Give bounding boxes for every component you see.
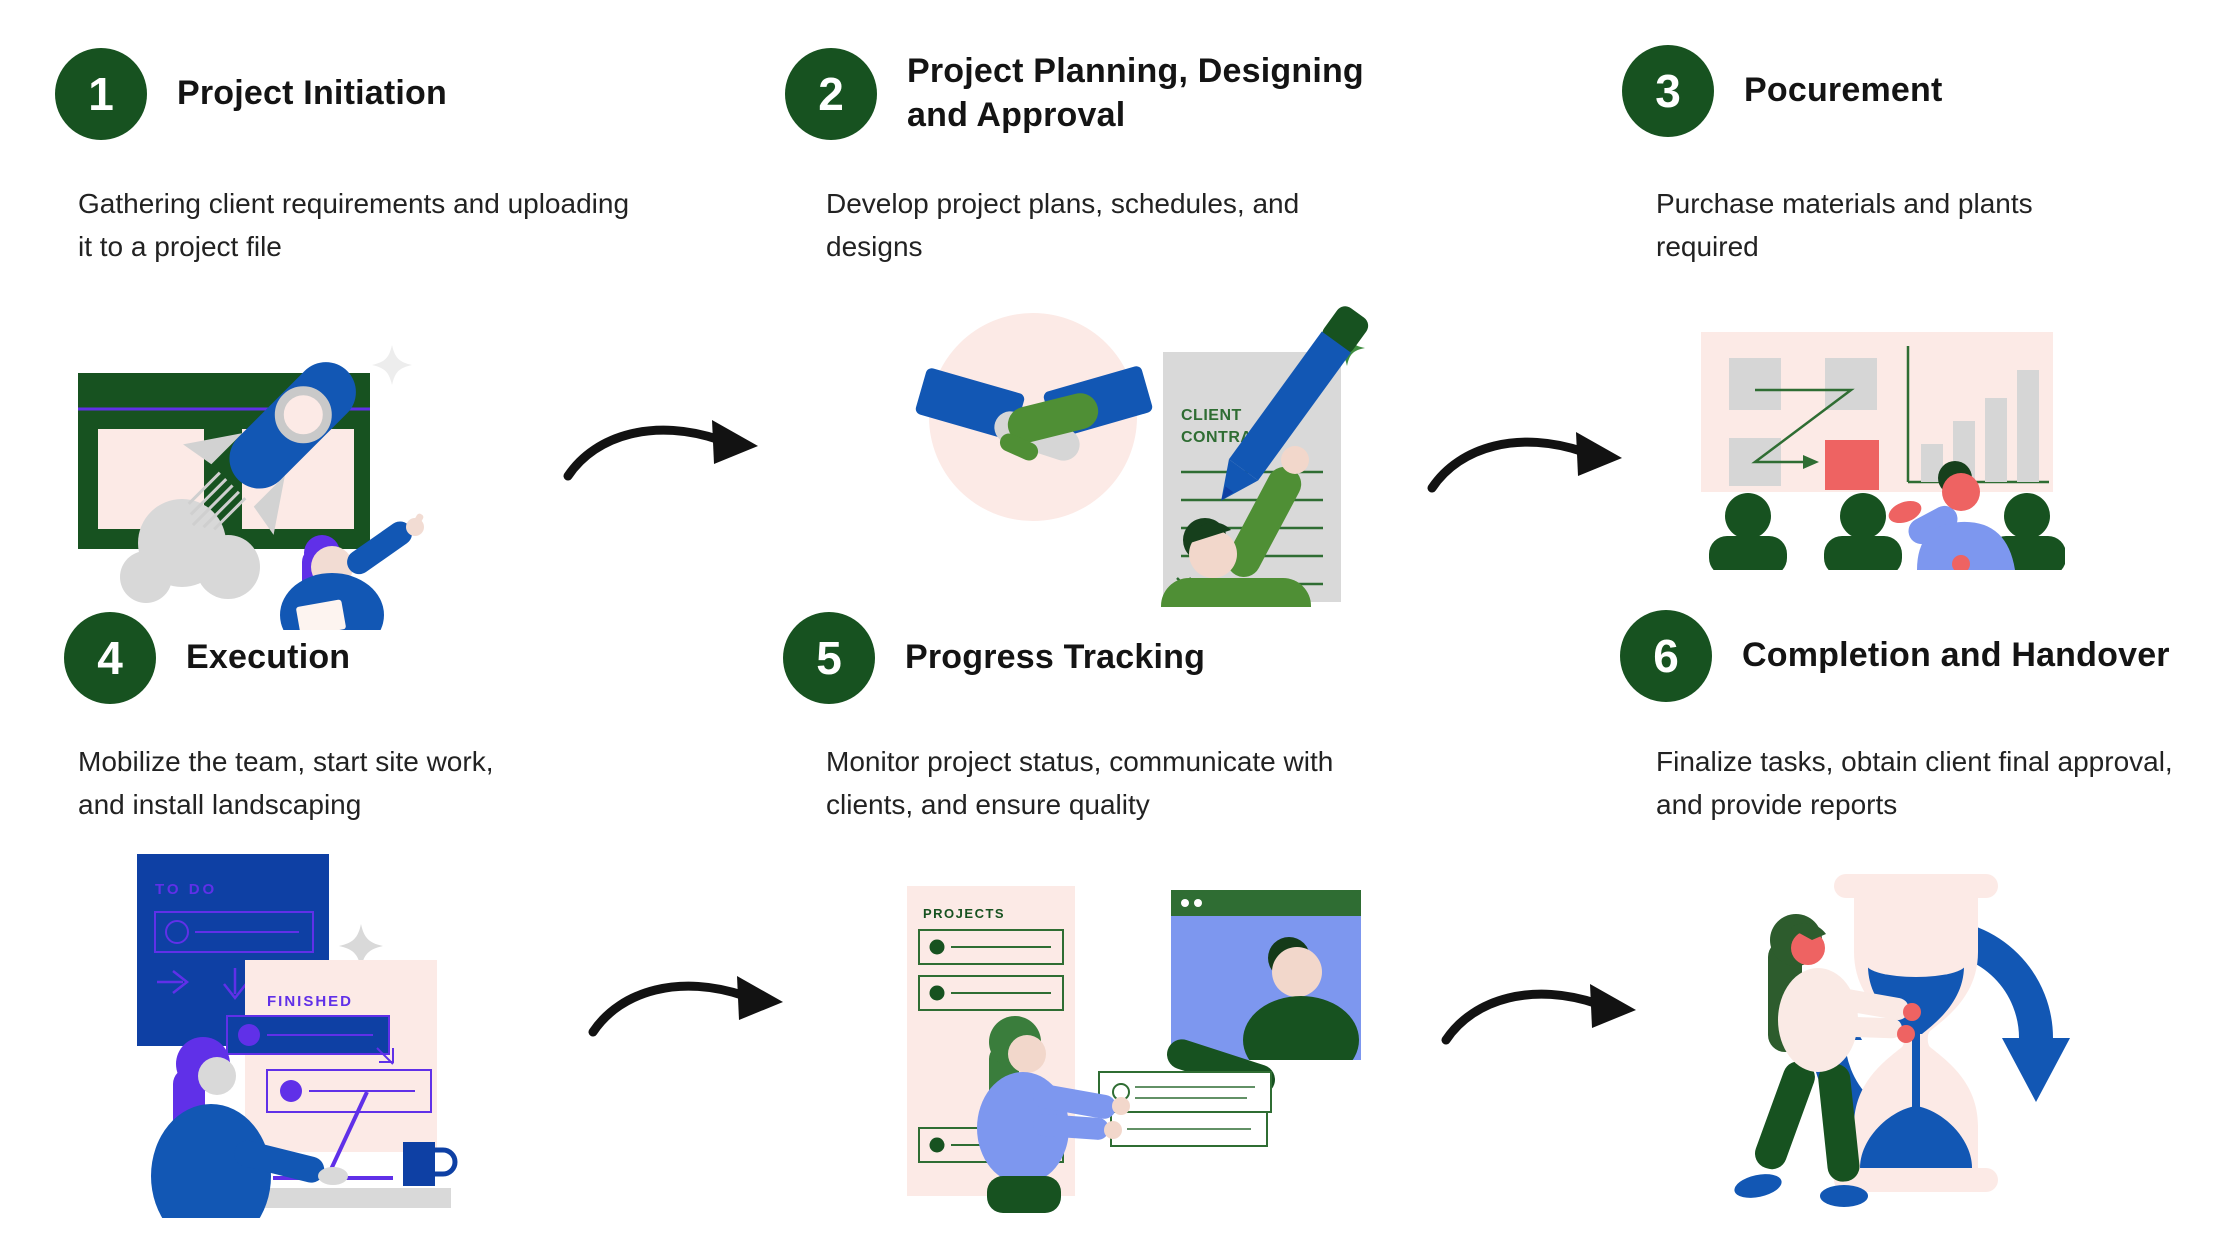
woman-at-laptop-figure [151,1037,348,1218]
step-4-description: Mobilize the team, start site work, and … [78,746,494,821]
step-3-number: 3 [1655,65,1681,117]
projects-label: PROJECTS [923,906,1005,921]
completion-illustration [1734,874,2070,1207]
sparkle-icon [372,345,412,385]
flow-arrow-3 [588,976,783,1037]
step-5-description: Monitor project status, communicate with… [826,746,1334,821]
todo-label: TO DO [155,881,217,898]
step-2-number: 2 [818,68,844,120]
video-call-window [1154,890,1361,1097]
step-2-header: 2 Project Planning, Designing and Approv… [785,48,1427,140]
flow-arrow-4 [1441,984,1636,1045]
step-3-description: Purchase materials and plants required [1656,188,2033,263]
step-6-title: Completion and Handover [1742,636,2170,675]
presenter-figure [1888,461,2015,570]
handshake-icon [915,366,1153,461]
woman-figure [977,1016,1130,1213]
step-5-badge: 5 [783,612,875,704]
smoke-cloud [120,499,260,603]
step-6-description: Finalize tasks, obtain client final appr… [1656,746,2173,821]
person-figure [280,513,424,630]
step-6-number: 6 [1653,630,1679,682]
man-on-screen [1243,937,1359,1060]
step-5-header: 5 Progress Tracking [783,612,1205,704]
step-5-number: 5 [816,632,842,684]
step-1-description: Gathering client requirements and upload… [78,188,630,263]
person-figure [1161,446,1311,607]
execution-illustration: TO DO FINISHED [137,854,458,1218]
finished-label: FINISHED [267,993,353,1010]
step-3-header: 3 Pocurement [1622,45,1943,137]
step-2-title: Project Planning, Designing and Approval [907,52,1364,134]
arrowhead-down [2002,1038,2070,1102]
flow-arrow-2 [1427,432,1622,493]
step-4-number: 4 [97,632,123,684]
step-1-number: 1 [88,68,114,120]
step-6-badge: 6 [1620,610,1712,702]
project-initiation-illustration [78,345,424,630]
step-3-title: Pocurement [1744,71,1943,110]
diagram-squares [1729,358,1879,490]
step-1-header: 1 Project Initiation [55,48,447,140]
step-1-title: Project Initiation [177,74,447,113]
step-5-title: Progress Tracking [905,638,1206,677]
desk [255,1188,451,1208]
step-2-description: Develop project plans, schedules, and de… [826,188,1300,263]
step-3-badge: 3 [1622,45,1714,137]
step-4-title: Execution [186,638,351,677]
procurement-illustration [1701,332,2065,570]
step-1-badge: 1 [55,48,147,140]
step-6-header: 6 Completion and Handover [1620,610,2170,702]
progress-tracking-illustration: PROJECTS [907,886,1361,1213]
rocket-icon [183,362,356,535]
arrow-down-icon [223,968,247,1001]
flow-arrow-1 [563,420,758,481]
sparkle-icon [339,924,383,968]
audience-silhouettes [1709,493,2065,570]
cursor-icon [376,1047,394,1065]
step-4-header: 4 Execution [64,612,350,704]
walking-woman-figure [1734,914,1921,1207]
pen-icon [1221,306,1369,501]
coffee-mug-icon [403,1142,458,1186]
arrow-right-icon [157,970,190,994]
contract-label-line1: CLIENT [1181,407,1242,424]
finished-board: FINISHED [226,960,437,1152]
step-4-badge: 4 [64,612,156,704]
contract-illustration: CLIENT CONTRACT [915,306,1369,607]
step-2-badge: 2 [785,48,877,140]
